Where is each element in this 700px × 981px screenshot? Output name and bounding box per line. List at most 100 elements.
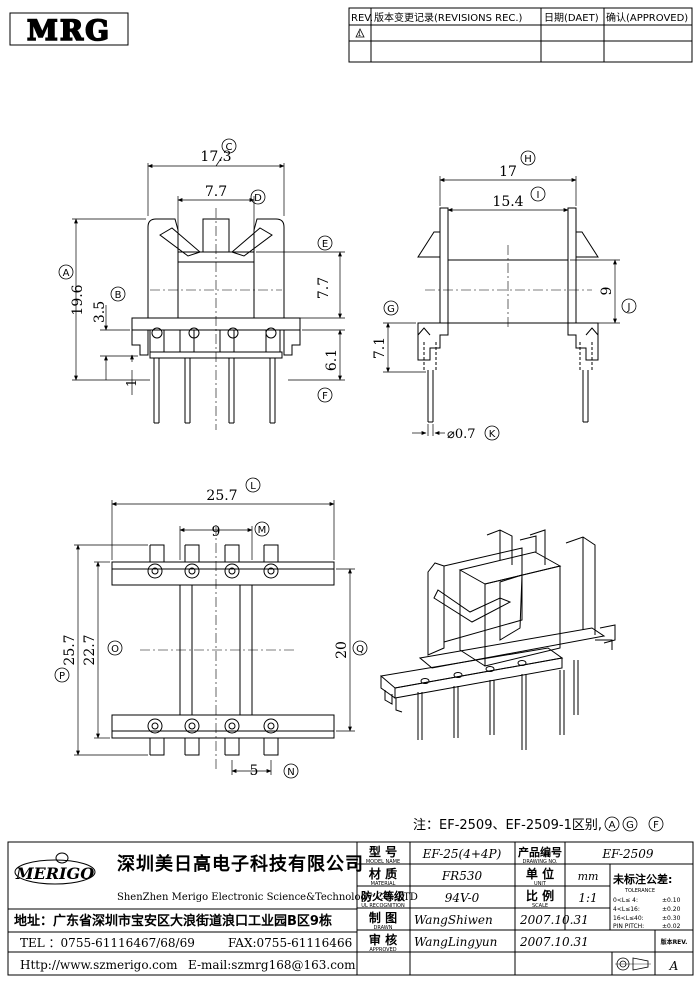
dim-19-6: 19.6 <box>70 284 86 315</box>
dim-9-side: 9 <box>599 287 615 296</box>
scale-value: 1:1 <box>578 891 597 905</box>
callout-a: A <box>63 268 70 279</box>
date-header: 日期(DAET) <box>544 12 599 24</box>
dim-17-3: 17.3 <box>200 149 231 165</box>
material-value: FR530 <box>441 869 483 883</box>
callout-g: G <box>387 304 395 315</box>
callout-o: O <box>111 644 119 655</box>
note-mark-g: G <box>626 820 634 831</box>
dim-6-1: 6.1 <box>324 349 340 371</box>
callout-n: N <box>287 767 294 778</box>
dim-20: 20 <box>334 641 350 659</box>
merigo-logo: MERIGO <box>14 852 96 885</box>
callout-c: C <box>226 142 233 153</box>
drawn-date: 2007.10.31 <box>519 913 589 927</box>
revisions-record-header: 版本变更记录(REVISIONS REC.) <box>374 11 523 24</box>
approved-date: 2007.10.31 <box>519 935 589 949</box>
rev-label: 版本REV. <box>660 938 688 946</box>
company-name-en: ShenZhen Merigo Electronic Science&Techn… <box>117 892 418 903</box>
isometric-view <box>379 529 616 750</box>
drawing-no-label-en: DRAWING NO. <box>523 859 558 865</box>
approved-value: WangLingyun <box>414 935 497 949</box>
note-mark-f: F <box>653 820 659 831</box>
callout-b: B <box>115 290 122 301</box>
company-tel: TEL ：0755-61116467/68/69 <box>20 936 195 950</box>
drawn-value: WangShiwen <box>414 913 493 927</box>
tol4-range: PIN PITCH: <box>613 923 644 930</box>
rev-header: REV. <box>351 13 373 24</box>
tol3-value: ±0.30 <box>662 915 681 922</box>
tolerance-label-en: TOLERANCE <box>624 888 655 894</box>
callout-e: E <box>322 239 328 250</box>
dim-25-7-vertical: 25.7 <box>62 634 78 665</box>
tol3-range: 16<L≤40: <box>613 915 644 922</box>
side-view-centerlines <box>425 245 592 330</box>
callout-f: F <box>322 391 328 402</box>
merigo-brand-text: MERIGO <box>15 864 94 883</box>
callout-h: H <box>524 154 532 165</box>
model-label: 型 号 <box>369 844 397 859</box>
note-mark-a: A <box>609 820 616 831</box>
callout-m: M <box>258 525 267 536</box>
dim-17: 17 <box>499 164 517 180</box>
callout-i: I <box>537 190 540 201</box>
callout-p: P <box>59 671 65 682</box>
revision-table <box>348 7 693 63</box>
note-marks <box>604 816 664 832</box>
callout-q: Q <box>356 644 364 655</box>
scale-label: 比 例 <box>526 888 554 903</box>
rev-value: A <box>669 959 679 973</box>
scale-label-en: SCALE <box>532 903 548 909</box>
tol2-value: ±0.20 <box>662 906 681 913</box>
unit-label: 单 位 <box>526 866 554 881</box>
company-email: E-mail:szmrg168@163.com <box>188 958 356 972</box>
material-label-en: MATERIAL <box>371 881 396 887</box>
drawn-label-en: DRAWN <box>374 925 393 931</box>
callout-l: L <box>250 481 256 492</box>
company-address: 地址：广东省深圳市宝安区大浪街道浪口工业园B区9栋 <box>14 913 332 929</box>
callout-j: J <box>627 302 631 313</box>
callout-k: K <box>489 429 496 440</box>
bottom-view-callouts <box>54 477 368 779</box>
material-label: 材 质 <box>368 866 397 881</box>
bottom-view <box>111 544 335 756</box>
approved-header: 确认(APPROVED) <box>606 11 688 24</box>
dim-pin-diameter: ⌀0.7 <box>447 427 476 442</box>
model-label-en: MODEL NAME <box>366 859 400 865</box>
fire-rating-label-en: UL RECOGNITION <box>361 903 405 909</box>
company-website: Http://www.szmerigo.com <box>20 958 178 972</box>
front-view-callouts <box>58 138 333 403</box>
mrg-logo: MRG <box>9 12 129 48</box>
dim-1: 1 <box>125 379 140 387</box>
rev-triangle-number: 1 <box>358 31 362 38</box>
projection-symbol-icon <box>615 957 651 971</box>
side-view <box>417 207 599 423</box>
bottom-view-centerlines <box>140 525 295 770</box>
dim-5: 5 <box>250 763 259 779</box>
side-view-dimensions <box>383 176 620 436</box>
approved-label-en: APPROVED <box>369 947 396 953</box>
drawing-no-value: EF-2509 <box>601 847 654 861</box>
tol4-value: ±0.02 <box>662 923 681 930</box>
tol2-range: 4<L≤16: <box>613 906 640 913</box>
dim-15-4: 15.4 <box>492 194 523 210</box>
fire-rating-value: 94V-0 <box>445 891 480 905</box>
front-view-centerlines <box>150 208 282 430</box>
tol1-range: 0<L≤ 4: <box>613 897 638 904</box>
dim-7-7-top: 7.7 <box>205 184 227 200</box>
bottom-view-dimensions <box>74 500 355 775</box>
approved-label: 审 核 <box>369 932 397 947</box>
dim-9-bottom: 9 <box>212 524 221 540</box>
unit-value: mm <box>578 870 599 883</box>
dim-22-7: 22.7 <box>82 634 98 665</box>
drawn-label: 制 图 <box>369 910 397 925</box>
front-view-dimensions <box>72 156 345 395</box>
dim-3-5: 3.5 <box>92 301 108 323</box>
dim-25-7-horizontal: 25.7 <box>206 488 237 504</box>
company-name-cn: 深圳美日高电子科技有限公司 <box>117 853 364 875</box>
note-text: 注：EF-2509、EF-2509-1区别, <box>413 818 602 833</box>
fire-rating-label: 防火等级 <box>361 889 406 903</box>
dim-7-1: 7.1 <box>372 337 388 359</box>
dim-7-7-right: 7.7 <box>316 277 332 299</box>
